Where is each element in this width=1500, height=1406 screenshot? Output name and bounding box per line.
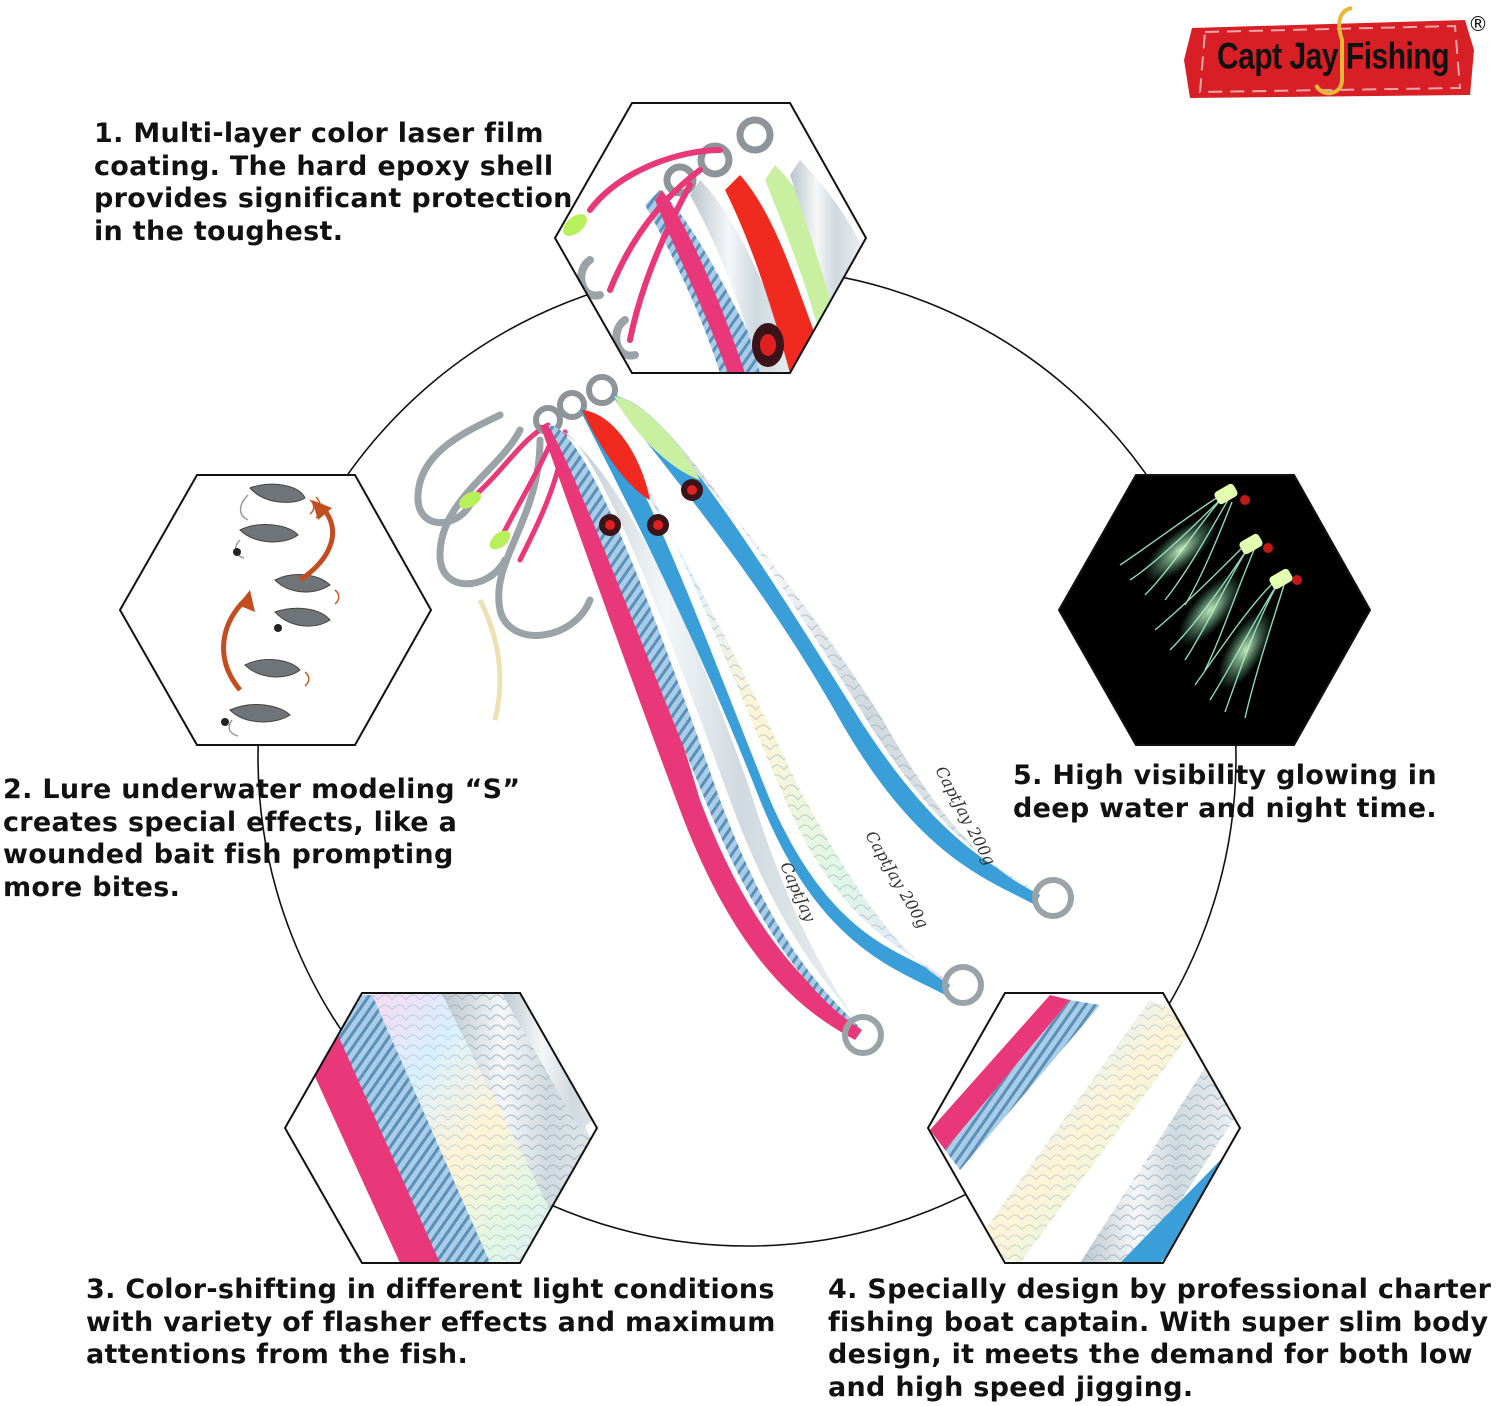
caption-line: in the toughest.: [94, 215, 344, 247]
caption-line: wounded bait fish prompting: [3, 839, 454, 870]
caption-line: and high speed jigging.: [828, 1371, 1194, 1403]
caption-line: deep water and night time.: [1013, 792, 1437, 824]
feature-1-closeup-image: [553, 102, 868, 374]
hook-icon: [1314, 6, 1353, 96]
feature-2-motion-diagram: [118, 474, 433, 746]
caption-line: 5. High visibility glowing in: [1013, 760, 1437, 791]
central-lures-image: CaptJay 200g CaptJay 200g CaptJay: [414, 374, 1074, 1056]
caption-line: 3. Color-shifting in different light con…: [86, 1274, 775, 1305]
caption-line: attentions from the fish.: [86, 1339, 469, 1370]
caption-line: 2. Lure underwater modeling “S”: [3, 774, 521, 805]
brand-logo-badge: [1184, 6, 1474, 98]
feature-4-caption: 4. Specially design by professional char…: [828, 1274, 1491, 1404]
caption-line: creates special effects, like a: [3, 806, 458, 838]
feature-5-caption: 5. High visibility glowing in deep water…: [1013, 760, 1437, 825]
caption-line: coating. The hard epoxy shell: [94, 150, 554, 182]
caption-line: with variety of flasher effects and maxi…: [86, 1306, 776, 1338]
feature-4-closeup-image: [926, 992, 1242, 1264]
registered-mark: ®: [1468, 12, 1488, 36]
brand-logo: Capt Jay Fishing: [1183, 14, 1479, 100]
caption-line: 1. Multi-layer color laser film: [94, 118, 544, 149]
brand-logo-text: Capt Jay Fishing: [1217, 36, 1450, 78]
caption-line: provides significant protection: [94, 183, 573, 214]
caption-line: 4. Specially design by professional char…: [828, 1274, 1492, 1305]
feature-1-caption: 1. Multi-layer color laser film coating.…: [94, 118, 573, 248]
feature-5-glow-image: [1057, 474, 1372, 746]
feature-3-caption: 3. Color-shifting in different light con…: [86, 1274, 776, 1372]
feature-3-closeup-image: [283, 992, 599, 1264]
caption-line: more bites.: [3, 871, 181, 903]
caption-line: design, it meets the demand for both low: [828, 1339, 1473, 1370]
caption-line: fishing boat captain. With super slim bo…: [828, 1306, 1489, 1338]
feature-2-caption: 2. Lure underwater modeling “S” creates …: [3, 774, 520, 904]
